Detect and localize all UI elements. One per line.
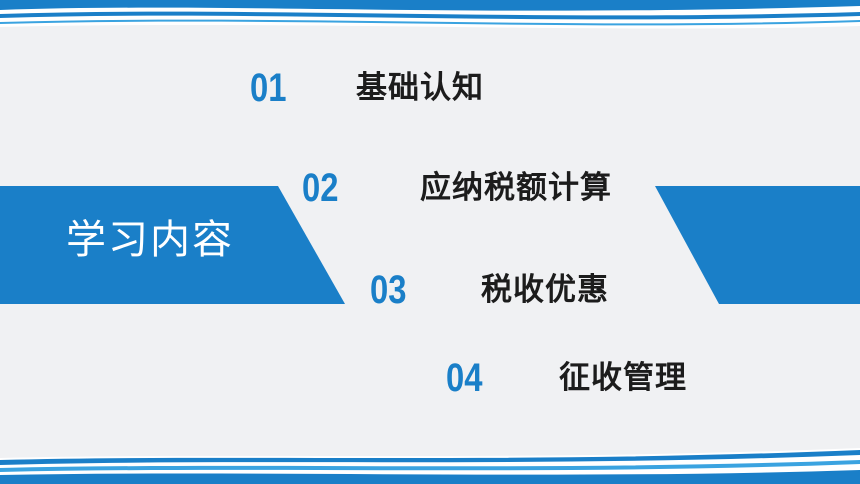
bottom-wave-decoration	[0, 438, 860, 484]
item-number-03: 03	[370, 268, 407, 312]
item-number-01: 01	[250, 66, 287, 110]
item-number-04: 04	[446, 356, 483, 400]
item-label-tax-incentives[interactable]: 税收优惠	[481, 272, 609, 308]
left-banner-shape	[0, 186, 345, 304]
item-label-basic-knowledge[interactable]: 基础认知	[356, 70, 484, 106]
item-label-collection-management[interactable]: 征收管理	[559, 360, 687, 396]
top-wave-decoration	[0, 0, 860, 40]
item-number-02: 02	[302, 166, 339, 210]
item-label-tax-calculation[interactable]: 应纳税额计算	[420, 170, 612, 206]
section-title: 学习内容	[66, 217, 234, 263]
right-banner-shape	[655, 186, 860, 304]
